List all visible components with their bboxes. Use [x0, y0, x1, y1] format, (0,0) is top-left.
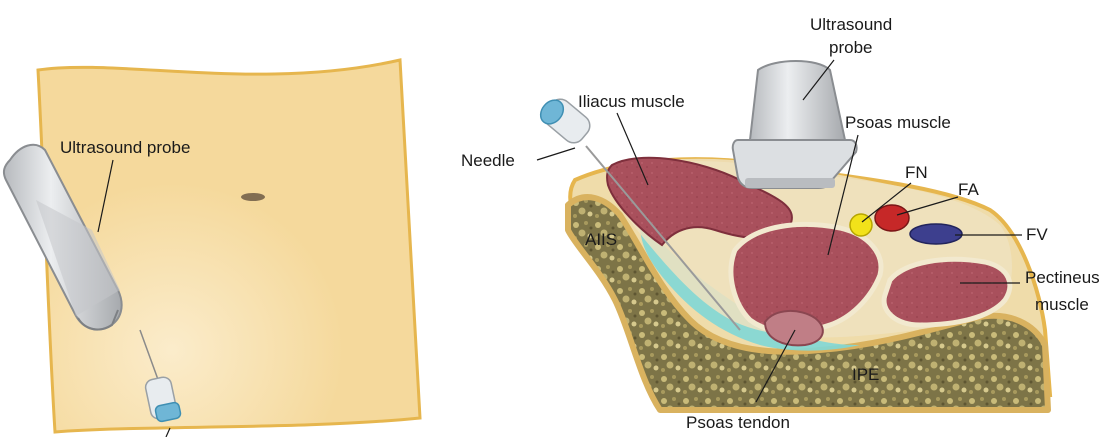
ultrasound-probe-right	[733, 61, 857, 188]
femoral-vein	[910, 224, 962, 244]
label-fa: FA	[958, 180, 979, 199]
left-panel: Ultrasound probe	[4, 60, 420, 437]
label-needle: Needle	[461, 151, 515, 170]
label-ipe: IPE	[852, 365, 879, 384]
ultrasound-probe-label-left: Ultrasound probe	[60, 138, 190, 157]
label-fv: FV	[1026, 225, 1048, 244]
label-psoas-muscle: Psoas muscle	[845, 113, 951, 132]
label-pectineus-1: Pectineus	[1025, 268, 1100, 287]
label-fn: FN	[905, 163, 928, 182]
umbilicus	[241, 193, 265, 201]
label-psoas-tendon: Psoas tendon	[686, 413, 790, 432]
right-panel: Ultrasound probe Iliacus muscle Needle P…	[461, 15, 1100, 432]
label-ultrasound-probe-2: probe	[829, 38, 872, 57]
label-pectineus-2: muscle	[1035, 295, 1089, 314]
label-iliacus-muscle: Iliacus muscle	[578, 92, 685, 111]
label-ultrasound-probe-1: Ultrasound	[810, 15, 892, 34]
label-aiis: AIIS	[585, 230, 617, 249]
femoral-artery	[875, 205, 909, 231]
